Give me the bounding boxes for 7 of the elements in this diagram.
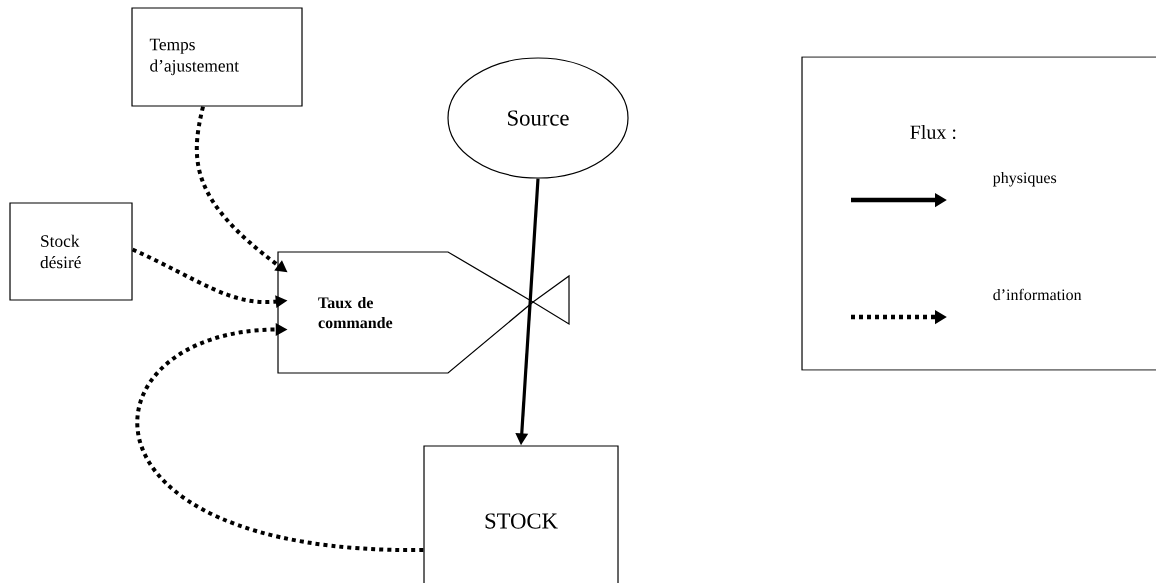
legend-title: Flux : (910, 124, 956, 140)
arrow (135, 323, 424, 552)
parameter-box: Temps d’ajustement (131, 7, 303, 107)
parameter-box: Stock désiré (9, 202, 133, 301)
legend-text: physiques (992, 171, 1057, 187)
stock-box: STOCK (423, 445, 619, 583)
legend-text: d’information (993, 288, 1082, 301)
